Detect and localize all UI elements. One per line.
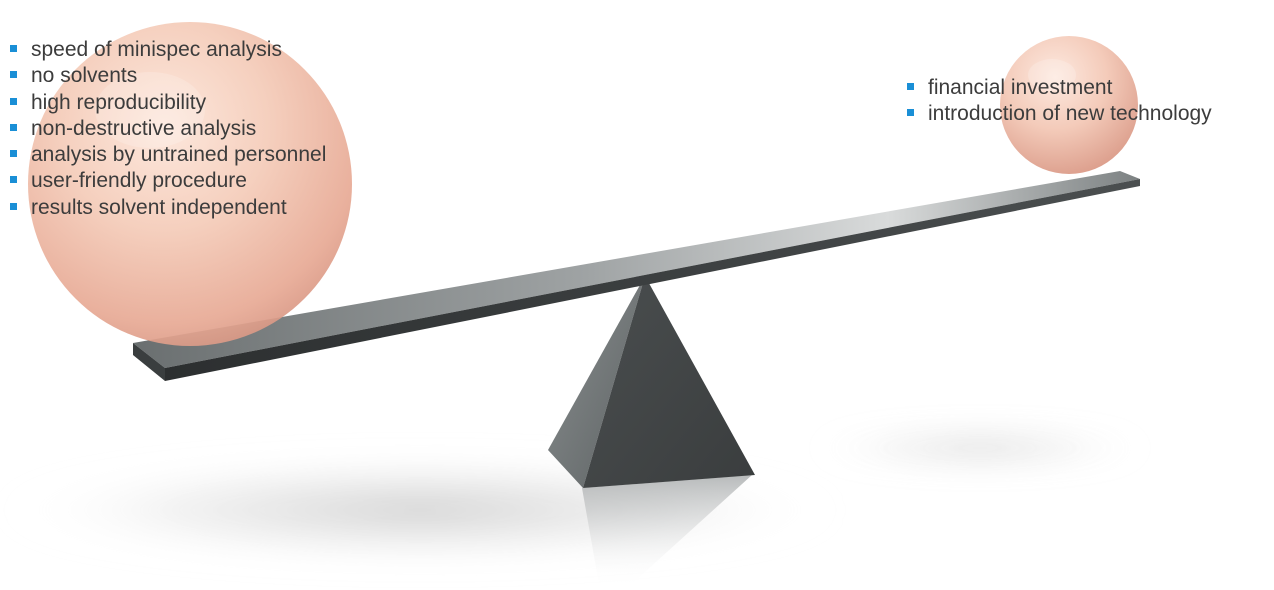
square-bullet-icon [10, 98, 17, 105]
list-item-label: high reproducibility [31, 91, 206, 114]
square-bullet-icon [10, 124, 17, 131]
square-bullet-icon [10, 45, 17, 52]
list-item: analysis by untrained personnel [9, 142, 326, 168]
list-item-label: speed of minispec analysis [31, 38, 282, 61]
list-item-label: non-destructive analysis [31, 117, 256, 140]
square-bullet-icon [907, 109, 914, 116]
list-item: speed of minispec analysis [9, 37, 326, 63]
square-bullet-icon [10, 203, 17, 210]
list-item: high reproducibility [9, 90, 326, 116]
square-bullet-icon [10, 71, 17, 78]
list-item: non-destructive analysis [9, 116, 326, 142]
list-item: introduction of new technology [906, 101, 1212, 127]
square-bullet-icon [907, 83, 914, 90]
list-item-label: analysis by untrained personnel [31, 143, 326, 166]
advantages-list: speed of minispec analysis no solvents h… [9, 37, 326, 221]
square-bullet-icon [10, 176, 17, 183]
list-item-label: introduction of new technology [928, 102, 1212, 125]
square-bullet-icon [10, 150, 17, 157]
disadvantages-list: financial investment introduction of new… [906, 75, 1212, 128]
list-item: results solvent independent [9, 195, 326, 221]
list-item: user-friendly procedure [9, 168, 326, 194]
list-item-label: financial investment [928, 76, 1112, 99]
list-item: financial investment [906, 75, 1212, 101]
list-item-label: user-friendly procedure [31, 169, 247, 192]
floor-shadow-right [810, 426, 1150, 470]
list-item: no solvents [9, 63, 326, 89]
list-item-label: results solvent independent [31, 196, 287, 219]
list-item-label: no solvents [31, 64, 137, 87]
